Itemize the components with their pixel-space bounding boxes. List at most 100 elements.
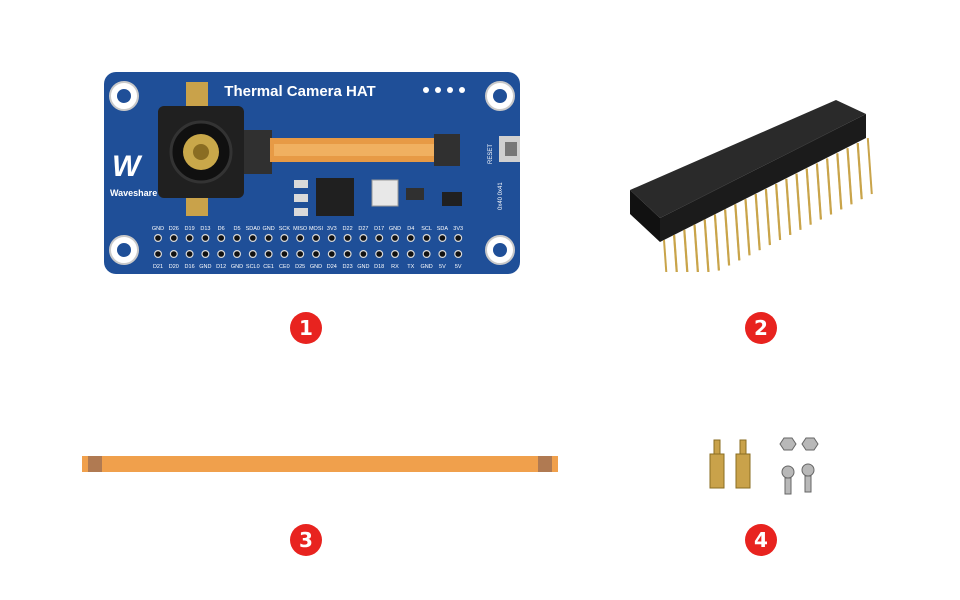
gpio-bottom-pin-label: TX	[407, 264, 414, 270]
header-pin	[673, 234, 678, 272]
gpio-hole	[391, 234, 400, 243]
gpio-top-pin-label: D6	[218, 226, 225, 232]
item-number-badge: 1	[290, 312, 322, 344]
item-number-badge: 4	[745, 524, 777, 556]
gpio-hole	[375, 250, 384, 259]
gpio-bottom-pin-label: D18	[374, 264, 384, 270]
gpio-hole	[280, 234, 289, 243]
gpio-hole	[185, 234, 194, 243]
gpio-hole	[217, 234, 226, 243]
gpio-bottom-pin-label: D21	[153, 264, 163, 270]
board-title: Thermal Camera HAT	[224, 83, 375, 100]
header-pin	[683, 229, 689, 272]
gpio-top-pin-label: D13	[200, 226, 210, 232]
header-pin	[765, 188, 771, 246]
gpio-top-pin-label: SDA0	[246, 226, 260, 232]
gpio-bottom-pin-label: SCL0	[246, 264, 260, 270]
standoffs-and-screws	[709, 437, 819, 495]
gpio-hole	[359, 234, 368, 243]
gpio-hole	[438, 234, 447, 243]
reset-label: RESET	[488, 144, 494, 164]
gpio-hole	[327, 234, 336, 243]
gpio-hole	[312, 250, 321, 259]
gpio-hole	[406, 250, 415, 259]
header-pin	[775, 183, 782, 240]
gpio-hole	[296, 250, 305, 259]
gpio-top-pin-label: D26	[169, 226, 179, 232]
gpio-top-pin-label: GND	[262, 226, 274, 232]
header-pin	[836, 153, 843, 210]
gpio-top-pin-label: MOSI	[309, 226, 324, 232]
gpio-hole	[169, 234, 178, 243]
gpio-bottom-pin-label: D24	[327, 264, 337, 270]
gpio-bottom-pin-label: D25	[295, 264, 305, 270]
gpio-top-pin-label: D4	[407, 226, 414, 232]
gpio-hole	[153, 250, 162, 259]
gpio-top-pin-label: D27	[358, 226, 368, 232]
gpio-bottom-pin-label: D20	[169, 264, 179, 270]
gpio-hole	[233, 250, 242, 259]
gpio-hole	[359, 250, 368, 259]
header-pin	[816, 163, 822, 220]
gpio-top-pin-label: MISO	[293, 226, 308, 232]
gpio-hole	[169, 250, 178, 259]
gpio-top-pin-label: D17	[374, 226, 384, 232]
gpio-hole	[233, 234, 242, 243]
brand-logo-mark: W	[112, 150, 143, 183]
brand-name: Waveshare	[110, 188, 157, 198]
item-number-badge: 2	[745, 312, 777, 344]
item-number-badge: 3	[290, 524, 322, 556]
thermal-camera-hat-board: Thermal Camera HAT RESET 0x40 0x41 W Wav…	[104, 72, 520, 274]
gpio-top-pin-label: 3V3	[327, 226, 337, 232]
gpio-hole	[454, 250, 463, 259]
gpio-hole	[201, 250, 210, 259]
gpio-hole	[153, 234, 162, 243]
header-pin	[846, 148, 853, 205]
gpio-top-pin-label: GND	[389, 226, 401, 232]
gpio-top-pin-label: D5	[233, 226, 240, 232]
header-pin	[805, 168, 812, 225]
gpio-hole	[406, 234, 415, 243]
gpio-hole	[312, 234, 321, 243]
header-pin	[703, 219, 710, 272]
header-pin	[826, 158, 833, 215]
gpio-hole	[343, 250, 352, 259]
gpio-bottom-pin-label: 5V	[439, 264, 446, 270]
gpio-hole	[327, 250, 336, 259]
header-pin	[714, 214, 720, 271]
header-pin	[754, 194, 761, 251]
gpio-hole	[248, 234, 257, 243]
gpio-top-pin-label: D19	[185, 226, 195, 232]
header-pin	[663, 239, 668, 272]
gpio-hole	[438, 250, 447, 259]
gpio-hole	[422, 234, 431, 243]
gpio-bottom-pin-label: GND	[357, 264, 369, 270]
gpio-hole	[264, 250, 273, 259]
gpio-hole	[185, 250, 194, 259]
header-pin	[744, 199, 751, 256]
header-pin	[724, 209, 731, 266]
gpio-top-pin-label: GND	[152, 226, 164, 232]
gpio-top-pin-label: SCK	[279, 226, 291, 232]
header-pin	[785, 178, 792, 235]
gpio-hole	[343, 234, 352, 243]
gpio-hole	[217, 250, 226, 259]
gpio-hole	[391, 250, 400, 259]
header-pin	[866, 138, 873, 195]
gpio-hole	[422, 250, 431, 259]
pin-header	[630, 100, 873, 272]
gpio-hole	[375, 234, 384, 243]
gpio-bottom-pin-label: GND	[310, 264, 322, 270]
gpio-bottom-pin-label: GND	[420, 264, 432, 270]
gpio-bottom-pin-label: CE0	[279, 264, 290, 270]
header-pin	[795, 173, 802, 230]
gpio-top-pin-label: SCL	[421, 226, 432, 232]
gpio-hole	[280, 250, 289, 259]
i2c-address-label: 0x40 0x41	[498, 182, 504, 210]
gpio-bottom-pin-label: GND	[199, 264, 211, 270]
gpio-bottom-pin-label: D16	[185, 264, 195, 270]
gpio-top-pin-label: SDA	[437, 226, 449, 232]
header-pin	[856, 143, 863, 200]
gpio-bottom-pin-label: GND	[231, 264, 243, 270]
gpio-hole	[248, 250, 257, 259]
